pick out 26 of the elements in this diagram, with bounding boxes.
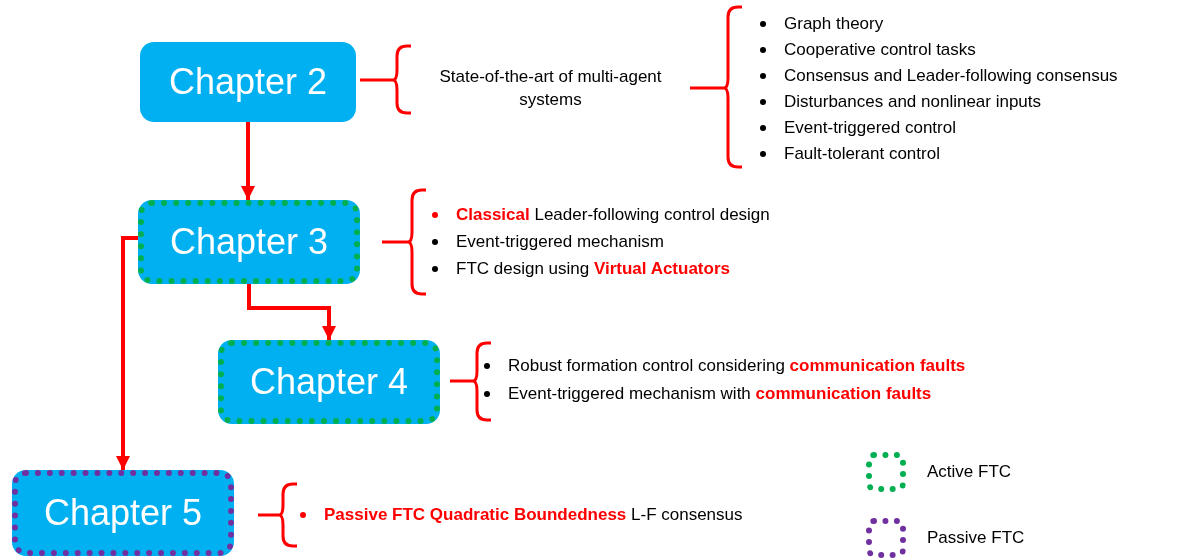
arrow: [247, 284, 336, 340]
bullet-text: Consensus and Leader-following consensus: [784, 66, 1118, 86]
bullet-text: Graph theory: [784, 14, 884, 34]
legend-text: Active FTC: [927, 462, 1012, 482]
bullet-text: Disturbances and nonlinear inputs: [784, 92, 1042, 112]
chapter-title: Chapter 5: [43, 492, 203, 534]
arrow: [241, 122, 255, 200]
bullet-text: Fault-tolerant control: [784, 144, 940, 164]
bullet-text: Classical Leader-following control design: [456, 205, 770, 225]
chapter-box: [218, 340, 440, 424]
bullet-text: Event-triggered mechanism with communication faults: [508, 384, 932, 404]
arrow: [116, 236, 138, 470]
chapter-title: Chapter 3: [169, 221, 329, 263]
bullet-text: Event-triggered control: [784, 118, 956, 138]
chapter-title: Chapter 2: [168, 61, 328, 103]
chapter-box: [12, 470, 234, 556]
chapter-box: [140, 42, 356, 122]
topic-text: State-of-the-art of multi-agent systems: [438, 66, 663, 111]
bullet-text: Robust formation control considering communication faults: [508, 356, 966, 376]
bullet-text: Event-triggered mechanism: [456, 232, 664, 252]
bullet-text: FTC design using Virtual Actuators: [456, 259, 730, 279]
chapter-box: [138, 200, 360, 284]
chapter-title: Chapter 4: [249, 361, 409, 403]
bullet-text: Cooperative control tasks: [784, 40, 976, 60]
legend-text: Passive FTC: [927, 528, 1025, 548]
bullet-text: Passive FTC Quadratic Boundedness L-F consensus: [324, 505, 743, 525]
